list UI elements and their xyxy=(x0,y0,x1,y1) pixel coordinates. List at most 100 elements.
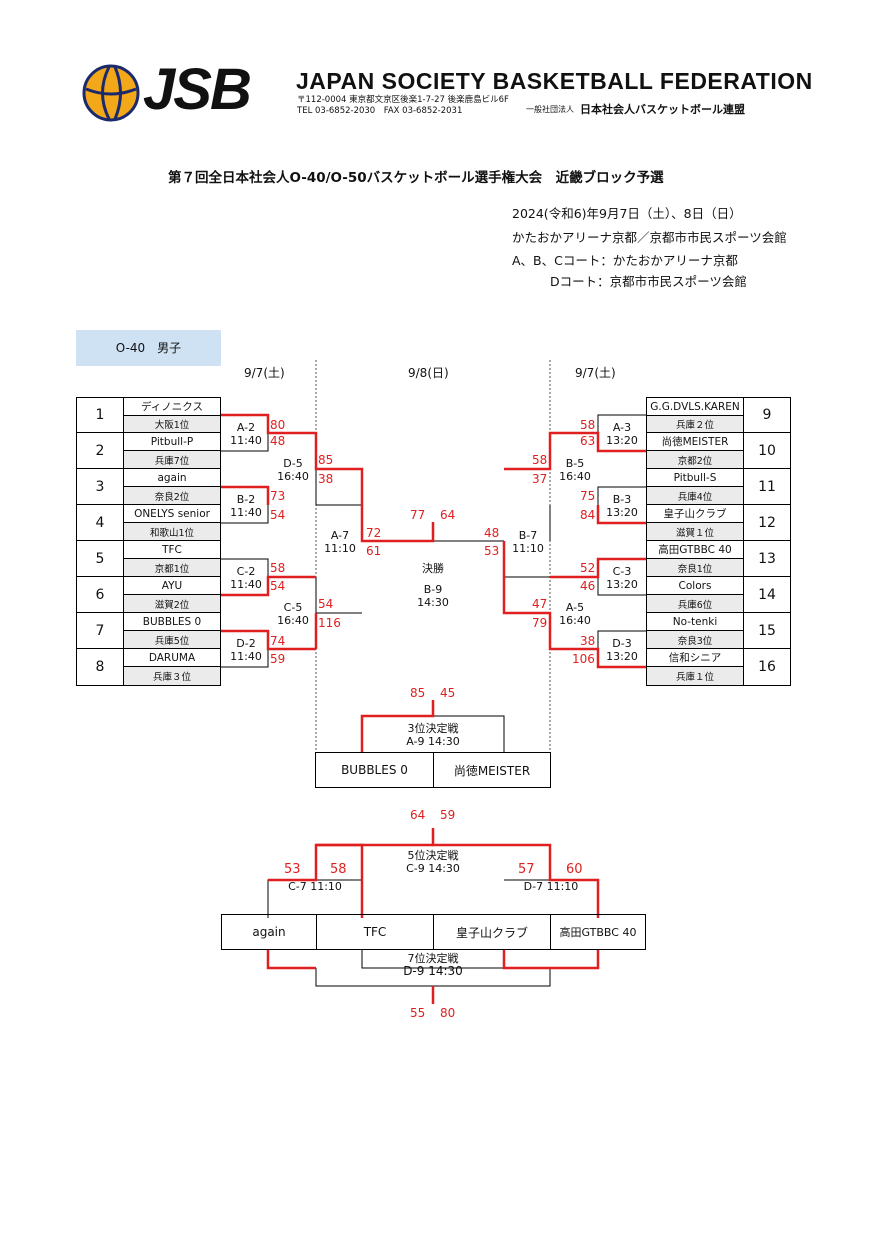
score: 75 xyxy=(580,489,596,503)
address-line-1: 〒112-0004 東京都文京区後楽1-7-27 後楽鹿島ビル6F xyxy=(297,95,509,105)
score: 106 xyxy=(572,652,595,666)
address-line-2: TEL 03-6852-2030 FAX 03-6852-2031 xyxy=(297,106,463,116)
team-number: 11 xyxy=(743,468,791,505)
team-rank: 兵庫２位 xyxy=(646,415,744,433)
score: 48 xyxy=(484,526,500,540)
placement-team: 高田GTBBC 40 xyxy=(550,914,646,950)
score: 58 xyxy=(532,453,548,467)
score: 53 xyxy=(484,544,500,558)
team-rank: 滋賀１位 xyxy=(646,522,744,541)
team-name: Colors xyxy=(646,576,744,595)
team-rank: 京都1位 xyxy=(123,558,221,577)
score: 80 xyxy=(440,1006,456,1020)
score: 54 xyxy=(318,597,334,611)
score: 84 xyxy=(580,508,596,522)
basketball-logo-icon xyxy=(82,64,140,122)
score: 53 xyxy=(284,862,301,877)
score: 73 xyxy=(270,489,286,503)
score: 48 xyxy=(270,434,286,448)
team-rank: 奈良3位 xyxy=(646,630,744,649)
team-name: again xyxy=(123,468,221,487)
third-place-team: 尚徳MEISTER xyxy=(433,752,551,788)
score: 72 xyxy=(366,526,382,540)
team-name: 尚徳MEISTER xyxy=(646,432,744,451)
score: 54 xyxy=(270,579,286,593)
score: 77 xyxy=(410,508,426,522)
score: 47 xyxy=(532,597,548,611)
team-rank: 兵庫5位 xyxy=(123,630,221,649)
tournament-date: 2024(令和6)年9月7日（土）、8日（日） xyxy=(512,206,742,221)
court-abc: A、B、Cコート：かたおかアリーナ京都 xyxy=(512,253,738,268)
score: 79 xyxy=(532,616,548,630)
day-label-right: 9/7(土) xyxy=(575,366,616,380)
game-label: D-7 11:10 xyxy=(523,880,579,893)
team-name: G.G.DVLS.KAREN xyxy=(646,397,744,416)
day-label-left: 9/7(土) xyxy=(244,366,285,380)
score: 58 xyxy=(330,862,347,877)
day-label-center: 9/8(日) xyxy=(408,366,449,380)
score: 85 xyxy=(318,453,334,467)
team-number: 4 xyxy=(76,504,124,541)
team-rank: 奈良2位 xyxy=(123,486,221,505)
score: 58 xyxy=(270,561,286,575)
placement-team: TFC xyxy=(316,914,434,950)
team-rank: 兵庫３位 xyxy=(123,666,221,686)
team-number: 5 xyxy=(76,540,124,577)
score: 37 xyxy=(532,472,548,486)
team-rank: 兵庫6位 xyxy=(646,594,744,613)
third-place-team: BUBBLES 0 xyxy=(315,752,434,788)
court-d: Dコート：京都市市民スポーツ会館 xyxy=(550,274,747,289)
team-rank: 兵庫7位 xyxy=(123,450,221,469)
team-number: 10 xyxy=(743,432,791,469)
score: 116 xyxy=(318,616,341,630)
score: 74 xyxy=(270,634,286,648)
team-number: 6 xyxy=(76,576,124,613)
tournament-venue: かたおかアリーナ京都／京都市市民スポーツ会館 xyxy=(512,230,787,245)
score: 63 xyxy=(580,434,596,448)
score: 64 xyxy=(440,508,456,522)
team-name: TFC xyxy=(123,540,221,559)
org-name: 日本社会人バスケットボール連盟 xyxy=(580,103,745,116)
team-number: 15 xyxy=(743,612,791,649)
score: 54 xyxy=(270,508,286,522)
team-number: 3 xyxy=(76,468,124,505)
team-name: DARUMA xyxy=(123,648,221,667)
team-name: No-tenki xyxy=(646,612,744,631)
team-rank: 奈良1位 xyxy=(646,558,744,577)
team-name: BUBBLES 0 xyxy=(123,612,221,631)
score: 61 xyxy=(366,544,382,558)
score: 38 xyxy=(318,472,334,486)
score: 59 xyxy=(270,652,286,666)
score: 46 xyxy=(580,579,596,593)
score: 57 xyxy=(518,862,535,877)
team-number: 14 xyxy=(743,576,791,613)
game-label: C-7 11:10 xyxy=(288,880,342,893)
team-number: 2 xyxy=(76,432,124,469)
team-rank: 京都2位 xyxy=(646,450,744,469)
team-number: 12 xyxy=(743,504,791,541)
team-name: 信和シニア xyxy=(646,648,744,667)
score: 58 xyxy=(580,418,596,432)
team-number: 7 xyxy=(76,612,124,649)
team-rank: 大阪1位 xyxy=(123,415,221,433)
team-number: 16 xyxy=(743,648,791,686)
team-name: ディノニクス xyxy=(123,397,221,416)
score: 85 xyxy=(410,686,426,700)
team-name: Pitbull-S xyxy=(646,468,744,487)
placement-team: again xyxy=(221,914,317,950)
